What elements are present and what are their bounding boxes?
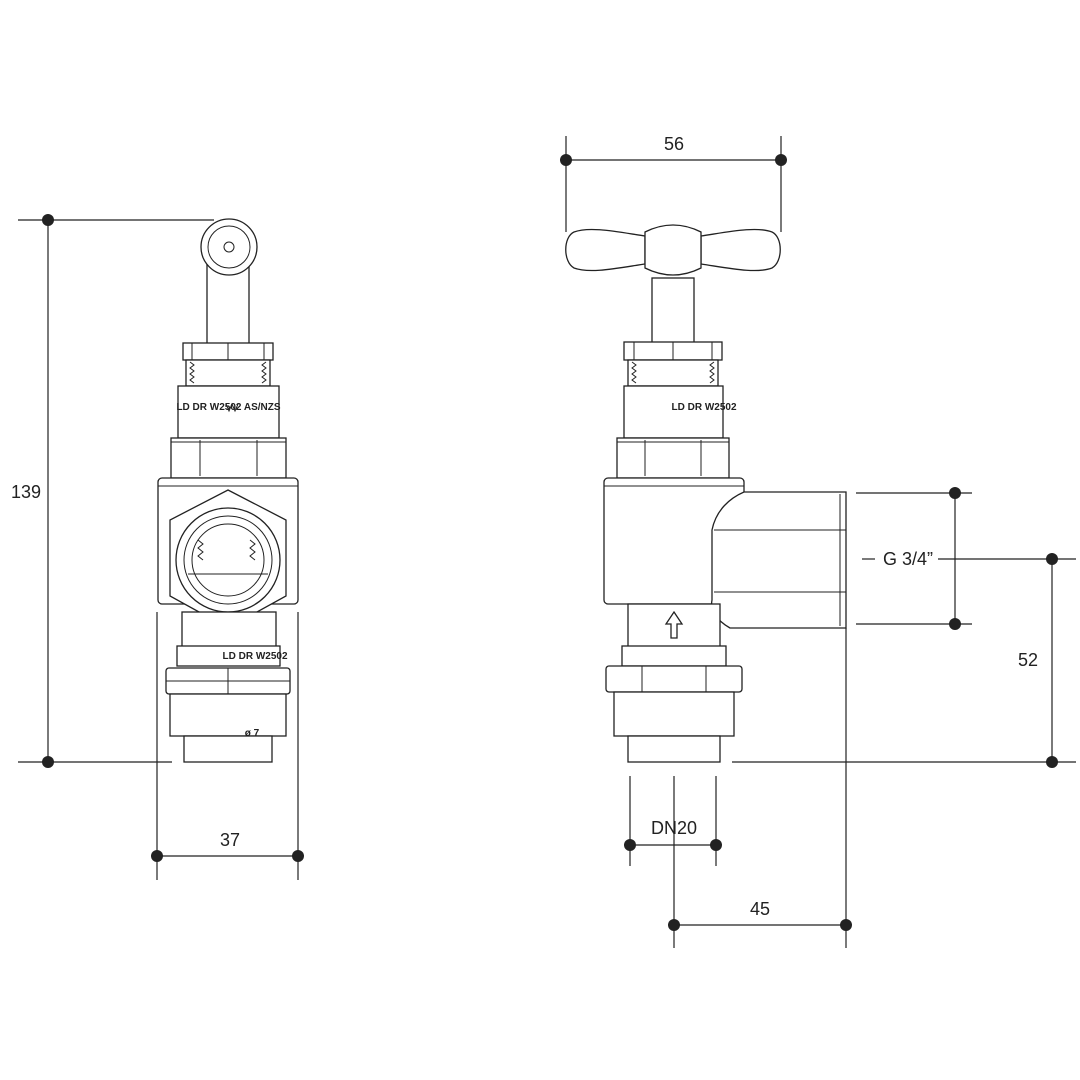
dimension-inlet-size: DN20 xyxy=(624,776,722,866)
dimension-height-total: 139 xyxy=(11,214,214,768)
front-bonnet-hex xyxy=(170,437,287,479)
dimension-handle-span: 56 xyxy=(560,134,787,232)
front-gland-nut xyxy=(182,342,274,361)
dimension-outlet-height: 52 xyxy=(732,553,1076,768)
side-spindle-thread xyxy=(627,359,719,387)
side-outlet-boss xyxy=(710,491,847,629)
front-lower-band-text: LD DR W2502 xyxy=(222,651,287,662)
dimension-outlet-height-label: 52 xyxy=(1018,650,1038,670)
dimension-thread-size: G 3/4” xyxy=(856,487,1076,630)
watermark-logo-icon xyxy=(225,402,239,413)
front-upper-band-text: LD DR W2502 AS/NZS xyxy=(176,402,280,413)
front-tail-pipe xyxy=(183,735,273,763)
dimension-thread-size-label: G 3/4” xyxy=(883,549,933,569)
dimension-outlet-projection-label: 45 xyxy=(750,899,770,919)
front-nut-mark-text: ø 7 xyxy=(245,728,260,739)
front-spindle-thread xyxy=(185,359,271,387)
dimension-outlet-projection: 45 xyxy=(668,628,852,948)
flow-arrow-icon xyxy=(664,610,684,639)
side-upper-band: LD DR W2502 xyxy=(623,385,737,439)
front-valve-body xyxy=(157,477,299,629)
front-view: LD DR W2502 AS/NZS LD DR W2502 xyxy=(157,218,299,763)
front-lower-neck: LD DR W2502 xyxy=(176,611,288,667)
dimension-front-width-label: 37 xyxy=(220,830,240,850)
side-gland-nut xyxy=(623,341,723,361)
side-upper-band-text: LD DR W2502 xyxy=(671,402,736,413)
side-union-nut xyxy=(605,665,743,737)
dimension-handle-span-label: 56 xyxy=(664,134,684,154)
front-union-nut: ø 7 xyxy=(165,667,291,739)
side-lower-neck xyxy=(621,603,727,667)
side-view: LD DR W2502 xyxy=(565,224,847,763)
side-bonnet-hex xyxy=(616,437,730,479)
side-tail-pipe xyxy=(627,735,721,763)
dimension-front-width: 37 xyxy=(151,612,304,880)
dimension-height-total-label: 139 xyxy=(11,482,41,502)
front-upper-band: LD DR W2502 AS/NZS xyxy=(176,385,281,439)
front-lever-handle xyxy=(200,218,258,345)
side-crosshead-handle xyxy=(565,224,781,345)
